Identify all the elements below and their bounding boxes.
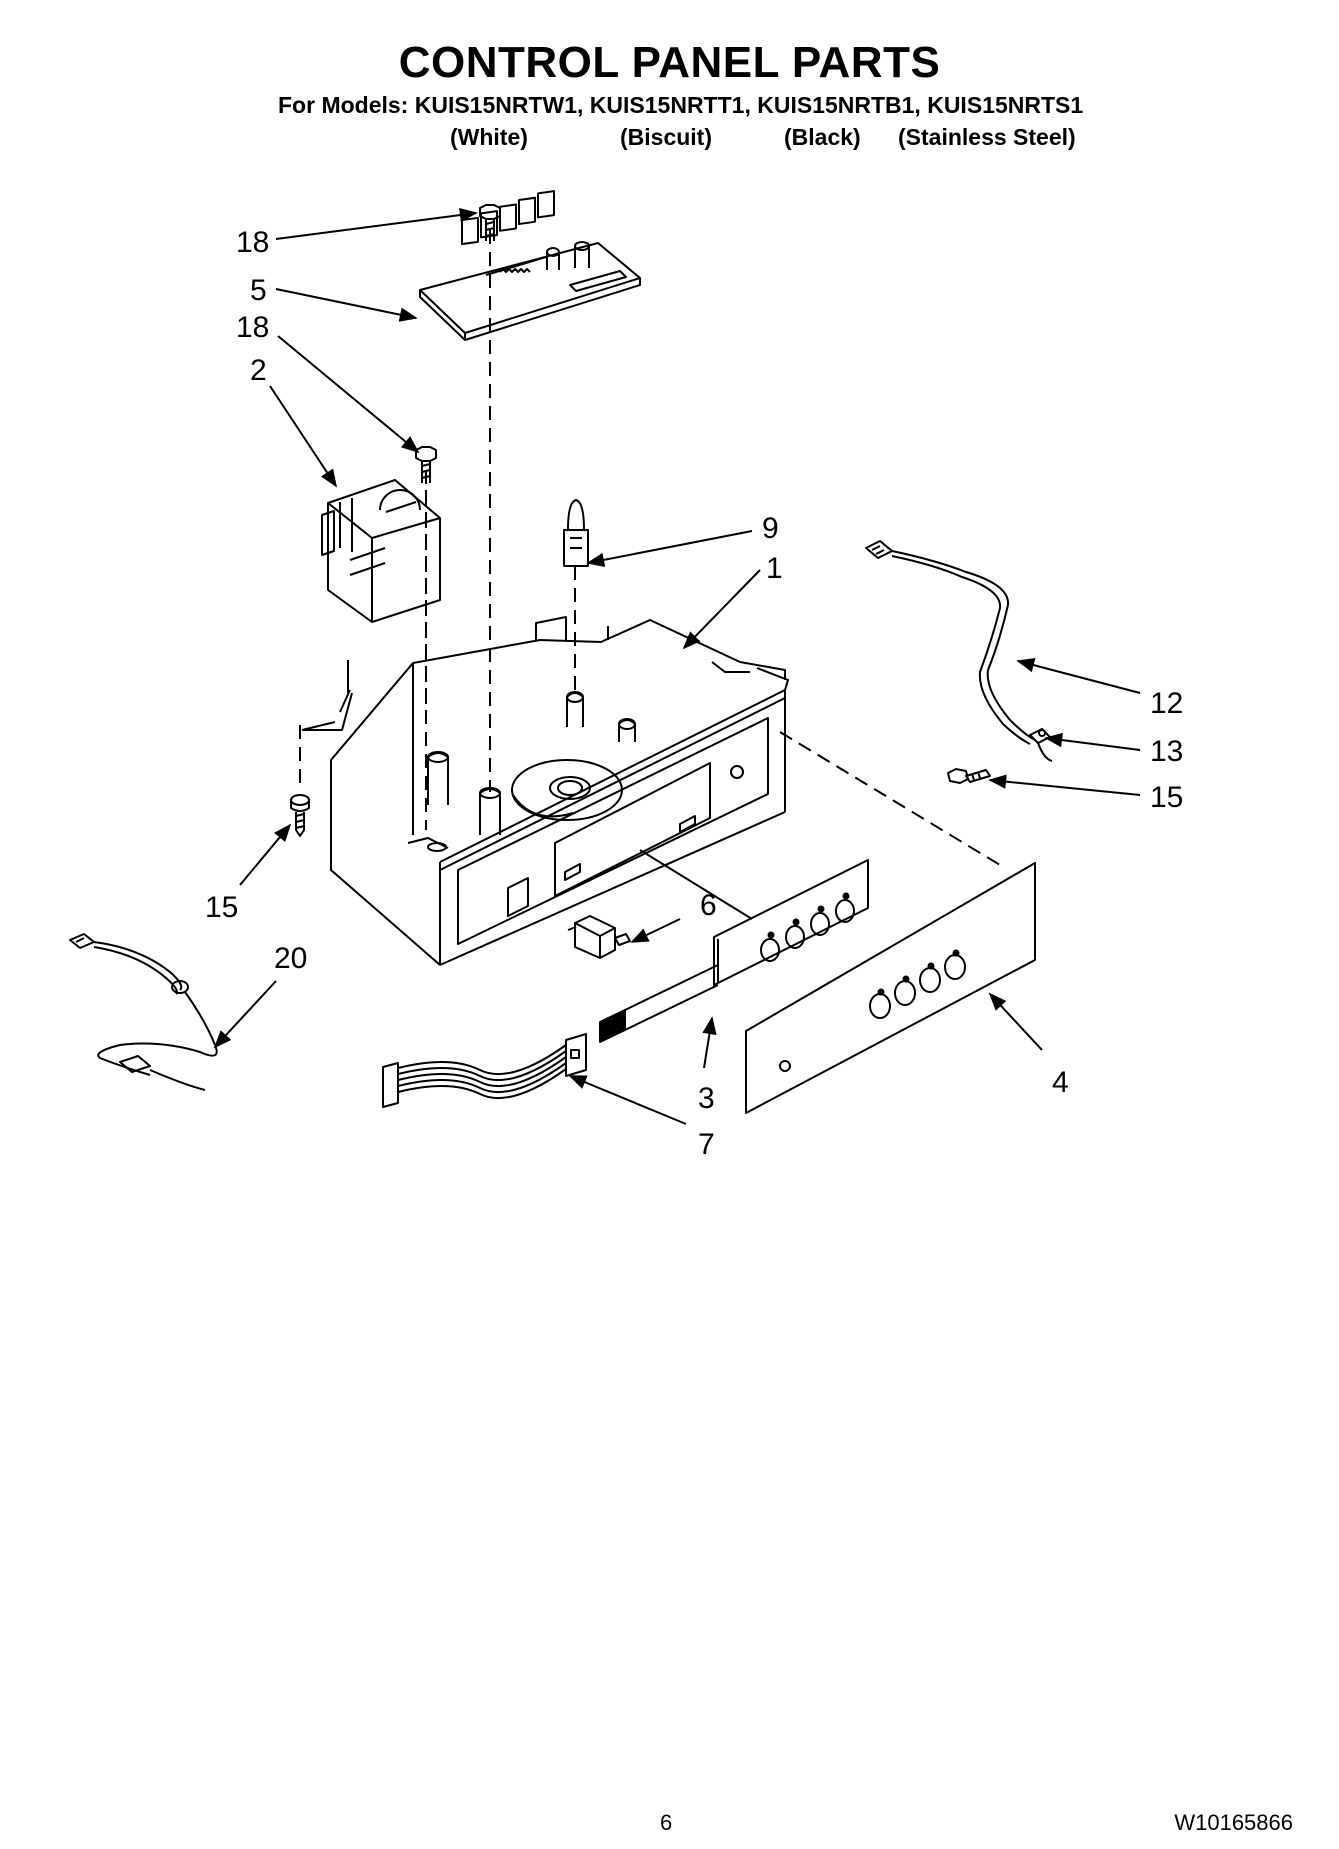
part-15-screw-left (290, 794, 310, 837)
models-line: For Models: KUIS15NRTW1, KUIS15NRTT1, KU… (278, 92, 1084, 118)
variant-white: (White) (450, 124, 528, 150)
variant-black: (Black) (784, 124, 861, 150)
part-7-wire-harness (382, 1033, 587, 1108)
callout-1: 1 (766, 552, 783, 585)
page-title: CONTROL PANEL PARTS (398, 38, 941, 87)
part-13-clip (1029, 728, 1053, 762)
part-20-wire (69, 933, 218, 1091)
part-4-front-panel (745, 862, 1036, 1114)
callout-13: 13 (1150, 735, 1183, 768)
callout-6: 6 (700, 889, 717, 922)
callout-15-right: 15 (1150, 781, 1183, 814)
callout-18-top: 18 (236, 226, 269, 259)
part-5-control-board (419, 190, 641, 341)
variant-biscuit: (Biscuit) (620, 124, 712, 150)
part-9-lamp-socket (563, 499, 589, 567)
callout-5: 5 (250, 274, 267, 307)
callout-20: 20 (274, 942, 307, 975)
callout-2: 2 (250, 354, 267, 387)
callout-4: 4 (1052, 1066, 1069, 1099)
callout-7: 7 (698, 1128, 715, 1161)
part-6-switch (567, 915, 631, 959)
callout-3: 3 (698, 1082, 715, 1115)
document-number: W10165866 (1174, 1810, 1293, 1835)
part-3-control-pad (599, 859, 869, 1043)
part-2-transformer (321, 479, 441, 623)
callout-9: 9 (762, 512, 779, 545)
assembly-guide-lines (299, 230, 1001, 866)
part-15-screw-right (947, 768, 991, 784)
part-1-control-housing (301, 616, 789, 966)
callout-18-lower: 18 (236, 311, 269, 344)
callout-15-left: 15 (205, 891, 238, 924)
variant-stainless-steel: (Stainless Steel) (898, 124, 1076, 150)
callout-labels: 18 5 18 2 9 1 12 13 15 15 6 20 3 7 4 (205, 226, 1183, 1161)
part-12-wire (865, 540, 1036, 745)
callout-12: 12 (1150, 687, 1183, 720)
page-number: 6 (660, 1810, 673, 1835)
callout-leaders (213, 207, 1141, 1125)
